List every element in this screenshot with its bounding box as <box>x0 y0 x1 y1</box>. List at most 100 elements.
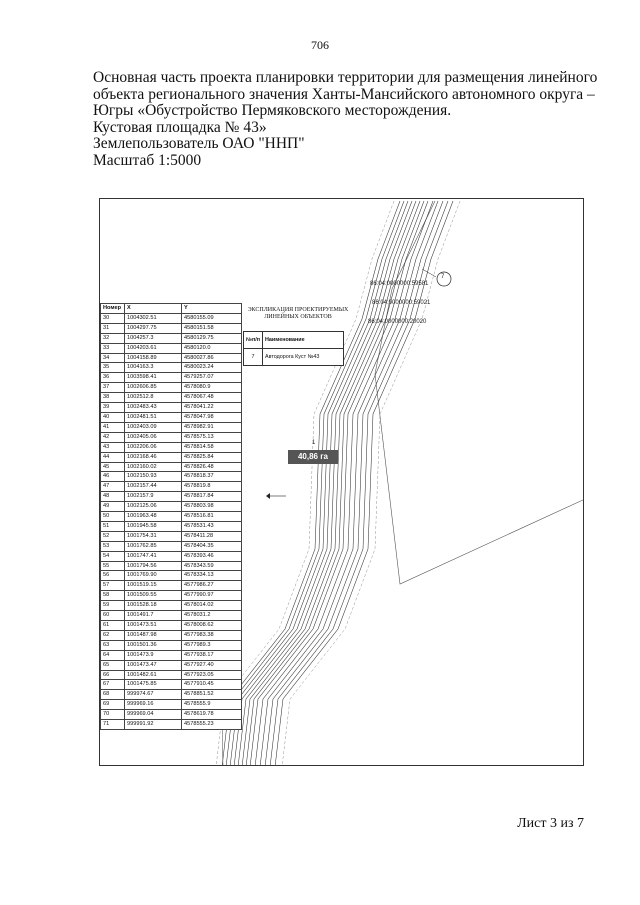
coord-cell-num: 52 <box>100 530 125 542</box>
heading-line: Югры «Обустройство Пермяковского месторо… <box>93 102 452 120</box>
coord-cell-num: 65 <box>100 659 125 671</box>
coord-cell-num: 57 <box>100 580 125 592</box>
coord-cell-x: 1001473.9 <box>124 649 182 661</box>
legend-header-name: Наименование <box>262 331 345 349</box>
coord-cell-y: 4578067.48 <box>181 392 242 404</box>
coord-cell-y: 4578343.59 <box>181 560 242 572</box>
coord-cell-y: 4578014.02 <box>181 600 242 612</box>
coord-cell-y: 4580155.09 <box>181 312 242 324</box>
coord-cell-y: 4577989.3 <box>181 639 242 651</box>
coord-cell-num: 36 <box>100 372 125 384</box>
coord-cell-num: 62 <box>100 629 125 641</box>
coord-cell-num: 37 <box>100 382 125 394</box>
coord-cell-num: 46 <box>100 471 125 483</box>
coord-cell-num: 34 <box>100 352 125 364</box>
coord-cell-x: 1002157.9 <box>124 491 182 503</box>
coord-cell-x: 1004158.89 <box>124 352 182 364</box>
legend-cell-num: 7 <box>242 348 264 366</box>
coord-cell-x: 1001509.55 <box>124 590 182 602</box>
coord-cell-x: 1002403.09 <box>124 421 182 433</box>
coord-cell-num: 45 <box>100 461 125 473</box>
coord-cell-num: 50 <box>100 511 125 522</box>
coord-cell-x: 1002606.85 <box>124 382 182 394</box>
coord-cell-num: 30 <box>100 312 125 324</box>
coord-cell-num: 59 <box>100 600 125 612</box>
heading-line: объекта регионального значения Ханты-Ман… <box>93 85 595 103</box>
coord-cell-x: 1002512.8 <box>124 392 182 404</box>
north-arrow-head <box>266 493 270 499</box>
coord-cell-y: 4578575.13 <box>181 431 242 443</box>
callout-circle <box>436 271 452 287</box>
coord-cell-x: 1001487.98 <box>124 629 182 641</box>
coord-cell-y: 4578516.81 <box>181 511 242 522</box>
coord-cell-num: 68 <box>100 689 125 701</box>
coord-cell-x: 1004203.61 <box>124 342 182 354</box>
callout-number: 7 <box>441 274 445 280</box>
legend-cell-name: Автодорога Куст №43 <box>262 348 345 366</box>
coord-cell-y: 4578404.35 <box>181 540 242 552</box>
parcel-boundary <box>374 200 583 585</box>
coord-cell-num: 54 <box>100 550 125 562</box>
coord-cell-y: 4578803.98 <box>181 501 242 513</box>
coord-cell-y: 4579257.07 <box>181 372 242 384</box>
coord-cell-num: 35 <box>100 362 125 374</box>
coord-cell-y: 4578619.78 <box>181 709 242 721</box>
coord-cell-x: 1001473.51 <box>124 620 182 631</box>
coord-cell-x: 999991.92 <box>124 719 182 730</box>
coord-cell-y: 4577923.05 <box>181 669 242 681</box>
coord-cell-y: 4580129.75 <box>181 332 242 344</box>
page-number: 706 <box>311 38 329 52</box>
legend-header-row: №п/п Наименование <box>242 331 345 349</box>
coord-cell-num: 31 <box>100 322 125 334</box>
coord-cell-y: 4577910.45 <box>181 679 242 691</box>
coord-cell-num: 38 <box>100 392 125 404</box>
coord-cell-num: 67 <box>100 679 125 691</box>
coord-cell-y: 4578982.91 <box>181 421 242 433</box>
heading-line: Масштаб 1:5000 <box>93 151 202 169</box>
coord-cell-x: 999974.67 <box>124 689 182 701</box>
coord-cell-num: 43 <box>100 441 125 453</box>
coord-cell-x: 1001754.31 <box>124 530 182 542</box>
coord-cell-y: 4577938.17 <box>181 649 242 661</box>
coord-cell-num: 69 <box>100 699 125 711</box>
coord-cell-num: 47 <box>100 481 125 493</box>
coord-cell-num: 32 <box>100 332 125 344</box>
coord-cell-x: 999969.16 <box>124 699 182 711</box>
coord-cell-y: 4580023.24 <box>181 362 242 374</box>
coord-cell-x: 1001501.36 <box>124 639 182 651</box>
heading-line: Кустовая площадка № 43» <box>93 118 267 136</box>
heading-line: Основная часть проекта планировки террит… <box>93 69 598 86</box>
coord-cell-num: 71 <box>100 719 125 730</box>
coord-cell-y: 4577983.38 <box>181 629 242 641</box>
coord-cell-num: 44 <box>100 451 125 463</box>
coord-cell-x: 1001769.90 <box>124 570 182 582</box>
coord-cell-x: 1001482.61 <box>124 669 182 681</box>
coord-header-num: Номер <box>100 303 125 314</box>
coord-cell-num: 48 <box>100 491 125 503</box>
document-heading: Основная часть проекта планировки террит… <box>93 69 598 170</box>
coord-cell-num: 39 <box>100 402 125 413</box>
coord-cell-x: 1002405.06 <box>124 431 182 443</box>
coord-cell-y: 4578826.48 <box>181 461 242 473</box>
coord-cell-x: 1001963.48 <box>124 511 182 522</box>
coord-cell-x: 1002125.06 <box>124 501 182 513</box>
coord-cell-y: 4577986.27 <box>181 580 242 592</box>
